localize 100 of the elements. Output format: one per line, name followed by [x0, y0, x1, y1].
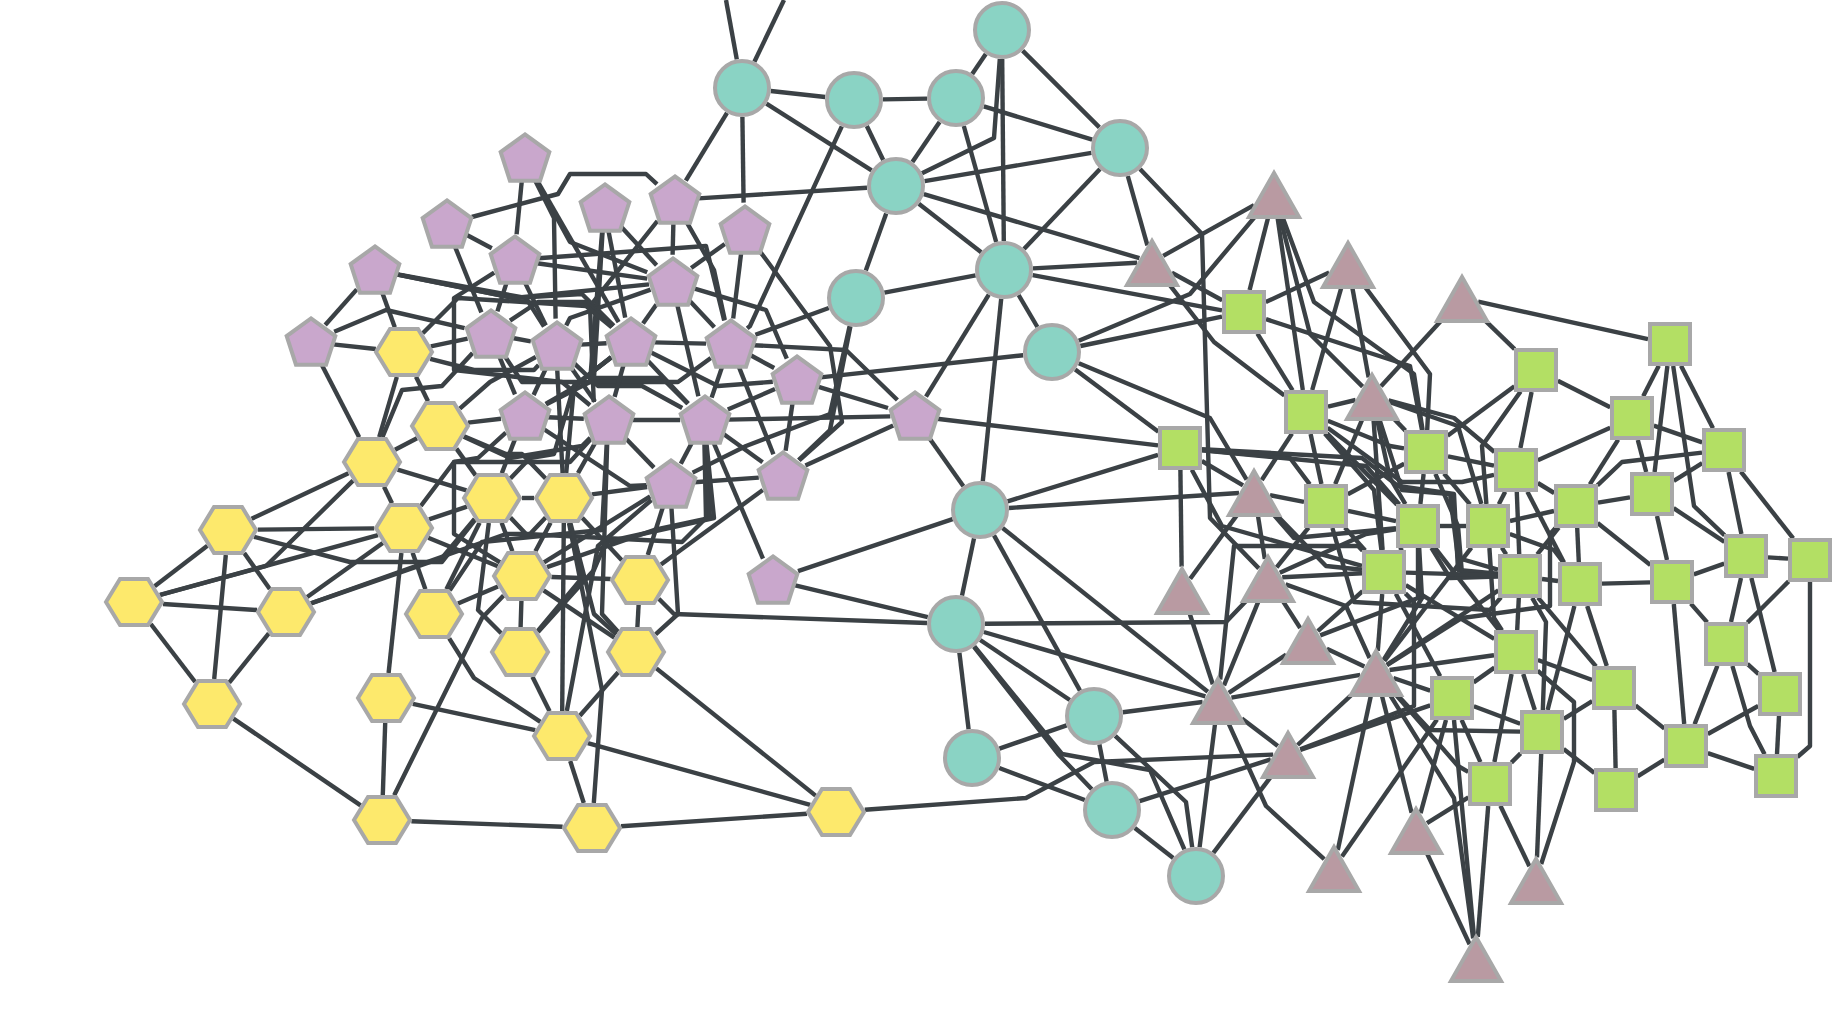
connector-line [1671, 365, 1727, 537]
connector-line [591, 230, 690, 406]
connector-line [542, 588, 616, 640]
connector-line [1536, 596, 1598, 668]
connector-line [1587, 438, 1621, 486]
square-node [1754, 754, 1798, 798]
connector-line [1726, 471, 1744, 535]
connector-line [380, 351, 475, 439]
connector-line [386, 552, 404, 674]
hexagon-node [356, 672, 416, 724]
connector-line [568, 522, 618, 637]
connector-line [1385, 588, 1500, 667]
hexagon-node [342, 436, 402, 488]
connector-line [1498, 804, 1532, 868]
connector-line [910, 120, 942, 164]
square-node [1498, 554, 1542, 598]
connector-line [921, 58, 1002, 176]
hexagon-node [606, 626, 666, 678]
connector-line [1654, 515, 1670, 561]
connector-line [1518, 391, 1534, 449]
pentagon-node [581, 394, 635, 446]
connector-line [1274, 526, 1311, 569]
connector-line [882, 96, 928, 102]
connector-line [1255, 515, 1267, 560]
connector-line [1226, 722, 1326, 861]
connector-line [1774, 715, 1782, 755]
square-node [1664, 724, 1708, 768]
connector-line [1201, 448, 1402, 506]
connector-line [1653, 423, 1703, 445]
circle-node [942, 728, 1002, 788]
connector-line [1597, 495, 1631, 505]
connector-line [451, 430, 508, 565]
connector-line [820, 353, 1024, 380]
connector-line [959, 537, 977, 597]
circle-node [926, 594, 986, 654]
connector-line [1562, 747, 1596, 775]
connector-line [927, 437, 966, 488]
square-node [1430, 676, 1474, 720]
connector-line [736, 365, 776, 455]
square-node [1724, 534, 1768, 578]
connector-line [1200, 459, 1245, 488]
square-node [1494, 630, 1538, 674]
connector-line [428, 504, 468, 522]
connector-line [1536, 481, 1556, 495]
connector-line [1281, 600, 1303, 630]
connector-line [411, 819, 563, 829]
connector-line [1492, 673, 1514, 763]
connector-line [1728, 577, 1744, 623]
connector-line [572, 361, 684, 410]
connector-line [758, 250, 845, 463]
triangle-node [1154, 565, 1210, 615]
circle-node [712, 58, 772, 118]
connector-line [1299, 703, 1431, 752]
triangle-node [1190, 675, 1246, 725]
connector-line [723, 0, 739, 60]
connector-line [1693, 561, 1725, 577]
connector-line [961, 125, 999, 243]
pentagon-node [283, 316, 337, 368]
connector-line [1652, 365, 1670, 473]
square-node [1404, 430, 1448, 474]
pentagon-node [577, 182, 631, 234]
connector-line [817, 384, 889, 411]
circle-node [974, 240, 1034, 300]
connector-line [1389, 653, 1495, 673]
pentagon-node [529, 320, 583, 372]
connector-line [1472, 665, 1496, 685]
connector-line [1097, 744, 1109, 782]
connector-line [924, 150, 1092, 184]
connector-line [580, 516, 624, 562]
connector-line [382, 485, 394, 505]
connector-line [1113, 734, 1195, 848]
connector-line [162, 601, 258, 613]
connector-line [1138, 757, 1272, 804]
connector-line [1278, 217, 1365, 389]
connector-line [1347, 508, 1397, 524]
connector-line [1308, 433, 1324, 485]
circle-node [950, 480, 1010, 540]
connector-line [419, 437, 593, 508]
connector-line [726, 387, 776, 412]
connector-line [1299, 591, 1417, 752]
triangle-node [1388, 805, 1444, 855]
connector-line [587, 219, 660, 403]
connector-line [1484, 319, 1517, 351]
circle-node [1166, 846, 1226, 906]
connector-line [655, 666, 817, 798]
connector-line [1745, 579, 1791, 625]
connector-line [503, 355, 713, 385]
connector-line [242, 551, 272, 591]
connector-line [649, 350, 773, 389]
connector-line [1335, 695, 1373, 851]
connector-line [770, 88, 826, 100]
hexagon-node [562, 802, 622, 854]
connector-line [536, 261, 648, 281]
connector-line [568, 760, 586, 804]
connector-line [1278, 527, 1397, 575]
square-node [1468, 762, 1512, 806]
connector-line [1325, 431, 1399, 507]
connector-line [1425, 852, 1472, 946]
connector-line [250, 471, 350, 521]
connector-line [570, 367, 597, 403]
